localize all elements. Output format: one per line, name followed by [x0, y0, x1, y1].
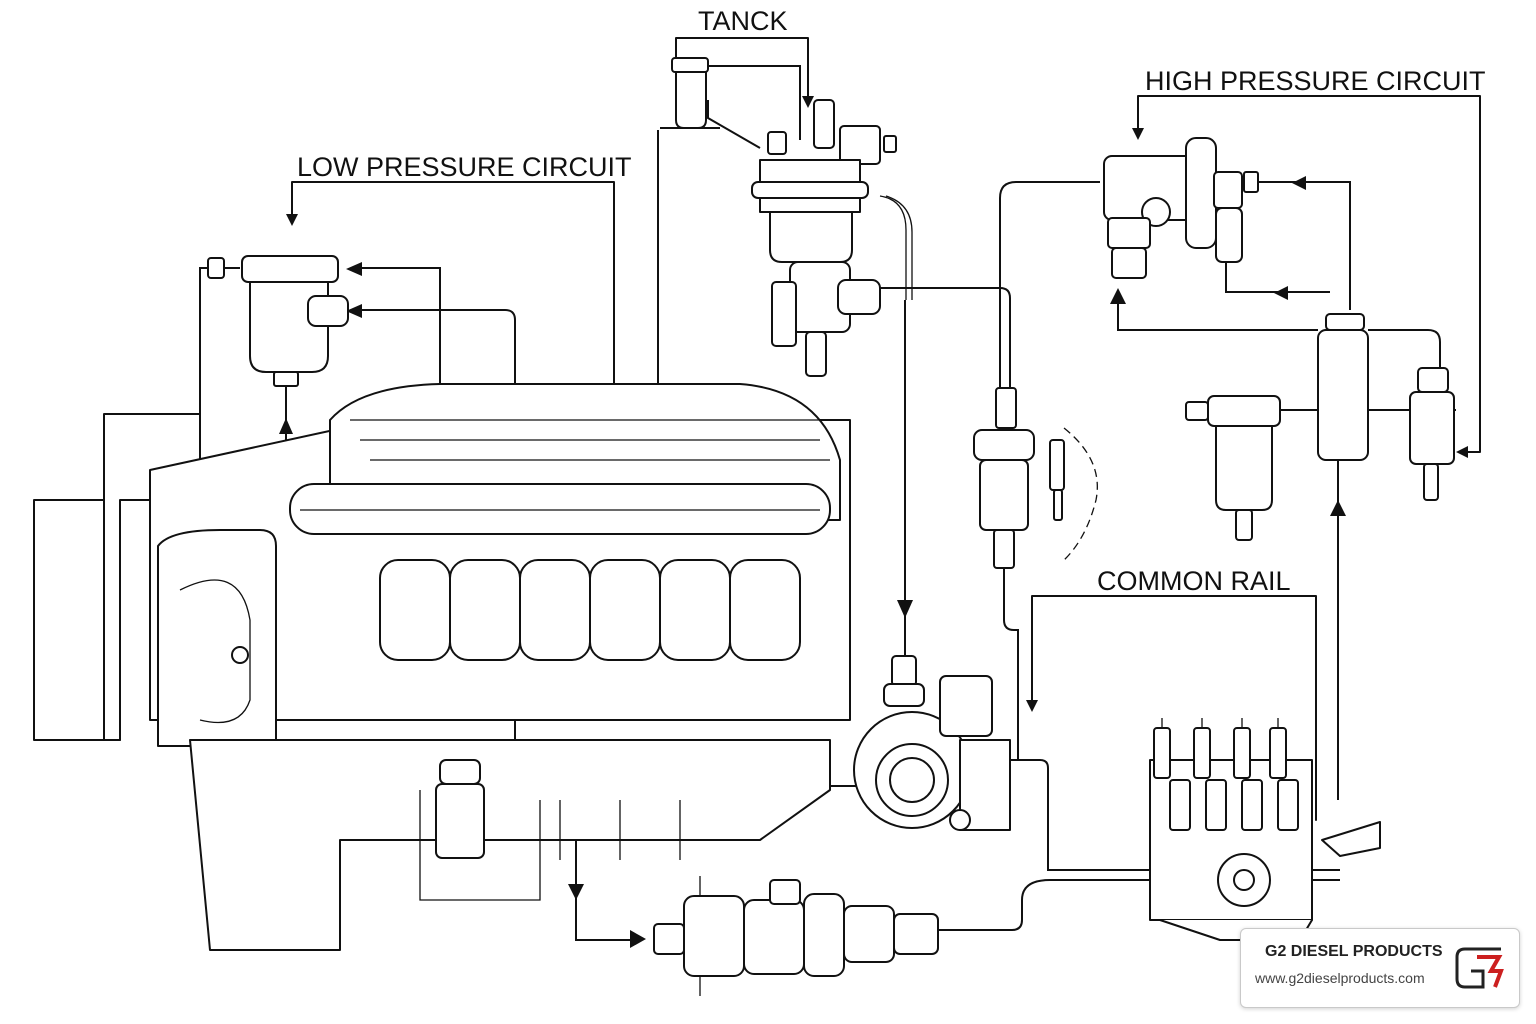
- g2-logo-accent: [1477, 955, 1504, 988]
- primary-fuel-filter: [751, 99, 913, 377]
- engine-manifold: [379, 559, 801, 661]
- fuel-tank: [671, 57, 709, 129]
- common-rail-leader-arrow: [1026, 700, 1038, 712]
- line-lp-filter-left: [199, 267, 240, 420]
- hp-secondary-filter: [1185, 395, 1281, 541]
- high-pressure-regulator: [1103, 137, 1259, 279]
- line-hp-reg-to-accumulator: [1225, 262, 1330, 293]
- common-rail-unit: [1149, 718, 1381, 941]
- flow-arrow-hp-top: [1292, 176, 1306, 190]
- engine-block: [33, 383, 851, 951]
- flow-arrow-to-accumulator: [1330, 500, 1346, 516]
- tank-leader: [675, 37, 809, 101]
- transfer-pump: [653, 876, 939, 996]
- line-filter-to-secondary-filter: [880, 287, 1011, 390]
- common-rail-label-group: COMMON RAIL: [1026, 566, 1317, 821]
- flow-arrow-lp-1: [346, 262, 362, 276]
- flow-arrow-hp-up: [1110, 288, 1126, 304]
- tank-label-group: TANCK: [675, 6, 814, 108]
- common-rail-leader: [1031, 595, 1317, 821]
- line-tank-to-filter: [707, 100, 761, 149]
- line-to-hp-regulator: [999, 181, 1100, 392]
- high-pressure-leader: [1137, 95, 1481, 453]
- hp-accumulator: [1317, 313, 1369, 461]
- line-accumulator-to-sensor: [1368, 329, 1441, 372]
- injection-pump: [853, 655, 1011, 831]
- line-lp-filter-lower: [360, 309, 516, 760]
- g2-logo-icon: [1455, 947, 1504, 989]
- line-hp-reg-to-rail-top: [1236, 181, 1351, 310]
- common-rail-label: COMMON RAIL: [1097, 566, 1291, 596]
- line-secondary-filter-down: [1003, 568, 1019, 760]
- tank-leader-arrow: [802, 96, 814, 108]
- injectors: [1153, 718, 1299, 831]
- tank-label: TANCK: [698, 6, 788, 36]
- flow-arrow-lp-2: [346, 304, 362, 318]
- high-pressure-label: HIGH PRESSURE CIRCUIT: [1145, 66, 1486, 96]
- hp-pressure-sensor: [1409, 367, 1455, 501]
- low-pressure-filter: [207, 255, 349, 387]
- low-pressure-leader-arrow: [286, 214, 298, 226]
- line-accumulator-back: [1117, 300, 1318, 331]
- line-tank-return: [690, 65, 801, 140]
- line-rail-to-lower-unit: [938, 879, 1340, 931]
- low-pressure-label: LOW PRESSURE CIRCUIT: [297, 152, 632, 182]
- flow-arrow-to-pump: [897, 600, 913, 618]
- flow-arrow-down-lower: [568, 884, 584, 900]
- watermark-badge: G2 DIESEL PRODUCTS www.g2dieselproducts.…: [1240, 928, 1520, 1008]
- watermark-url: www.g2dieselproducts.com: [1255, 970, 1425, 986]
- flow-arrow-hp-mid: [1274, 286, 1288, 300]
- line-pump-to-rail: [970, 759, 1340, 871]
- flow-arrow-lp-up: [279, 418, 293, 434]
- watermark-company: G2 DIESEL PRODUCTS: [1265, 943, 1443, 960]
- high-pressure-label-group: HIGH PRESSURE CIRCUIT: [1132, 66, 1486, 458]
- high-pressure-leader-arrow: [1132, 128, 1144, 140]
- high-pressure-return-arrow: [1456, 446, 1468, 458]
- line-lp-filter-upper: [360, 267, 441, 420]
- flow-arrow-into-lower-pump: [630, 930, 646, 948]
- secondary-fuel-filter: [973, 387, 1098, 569]
